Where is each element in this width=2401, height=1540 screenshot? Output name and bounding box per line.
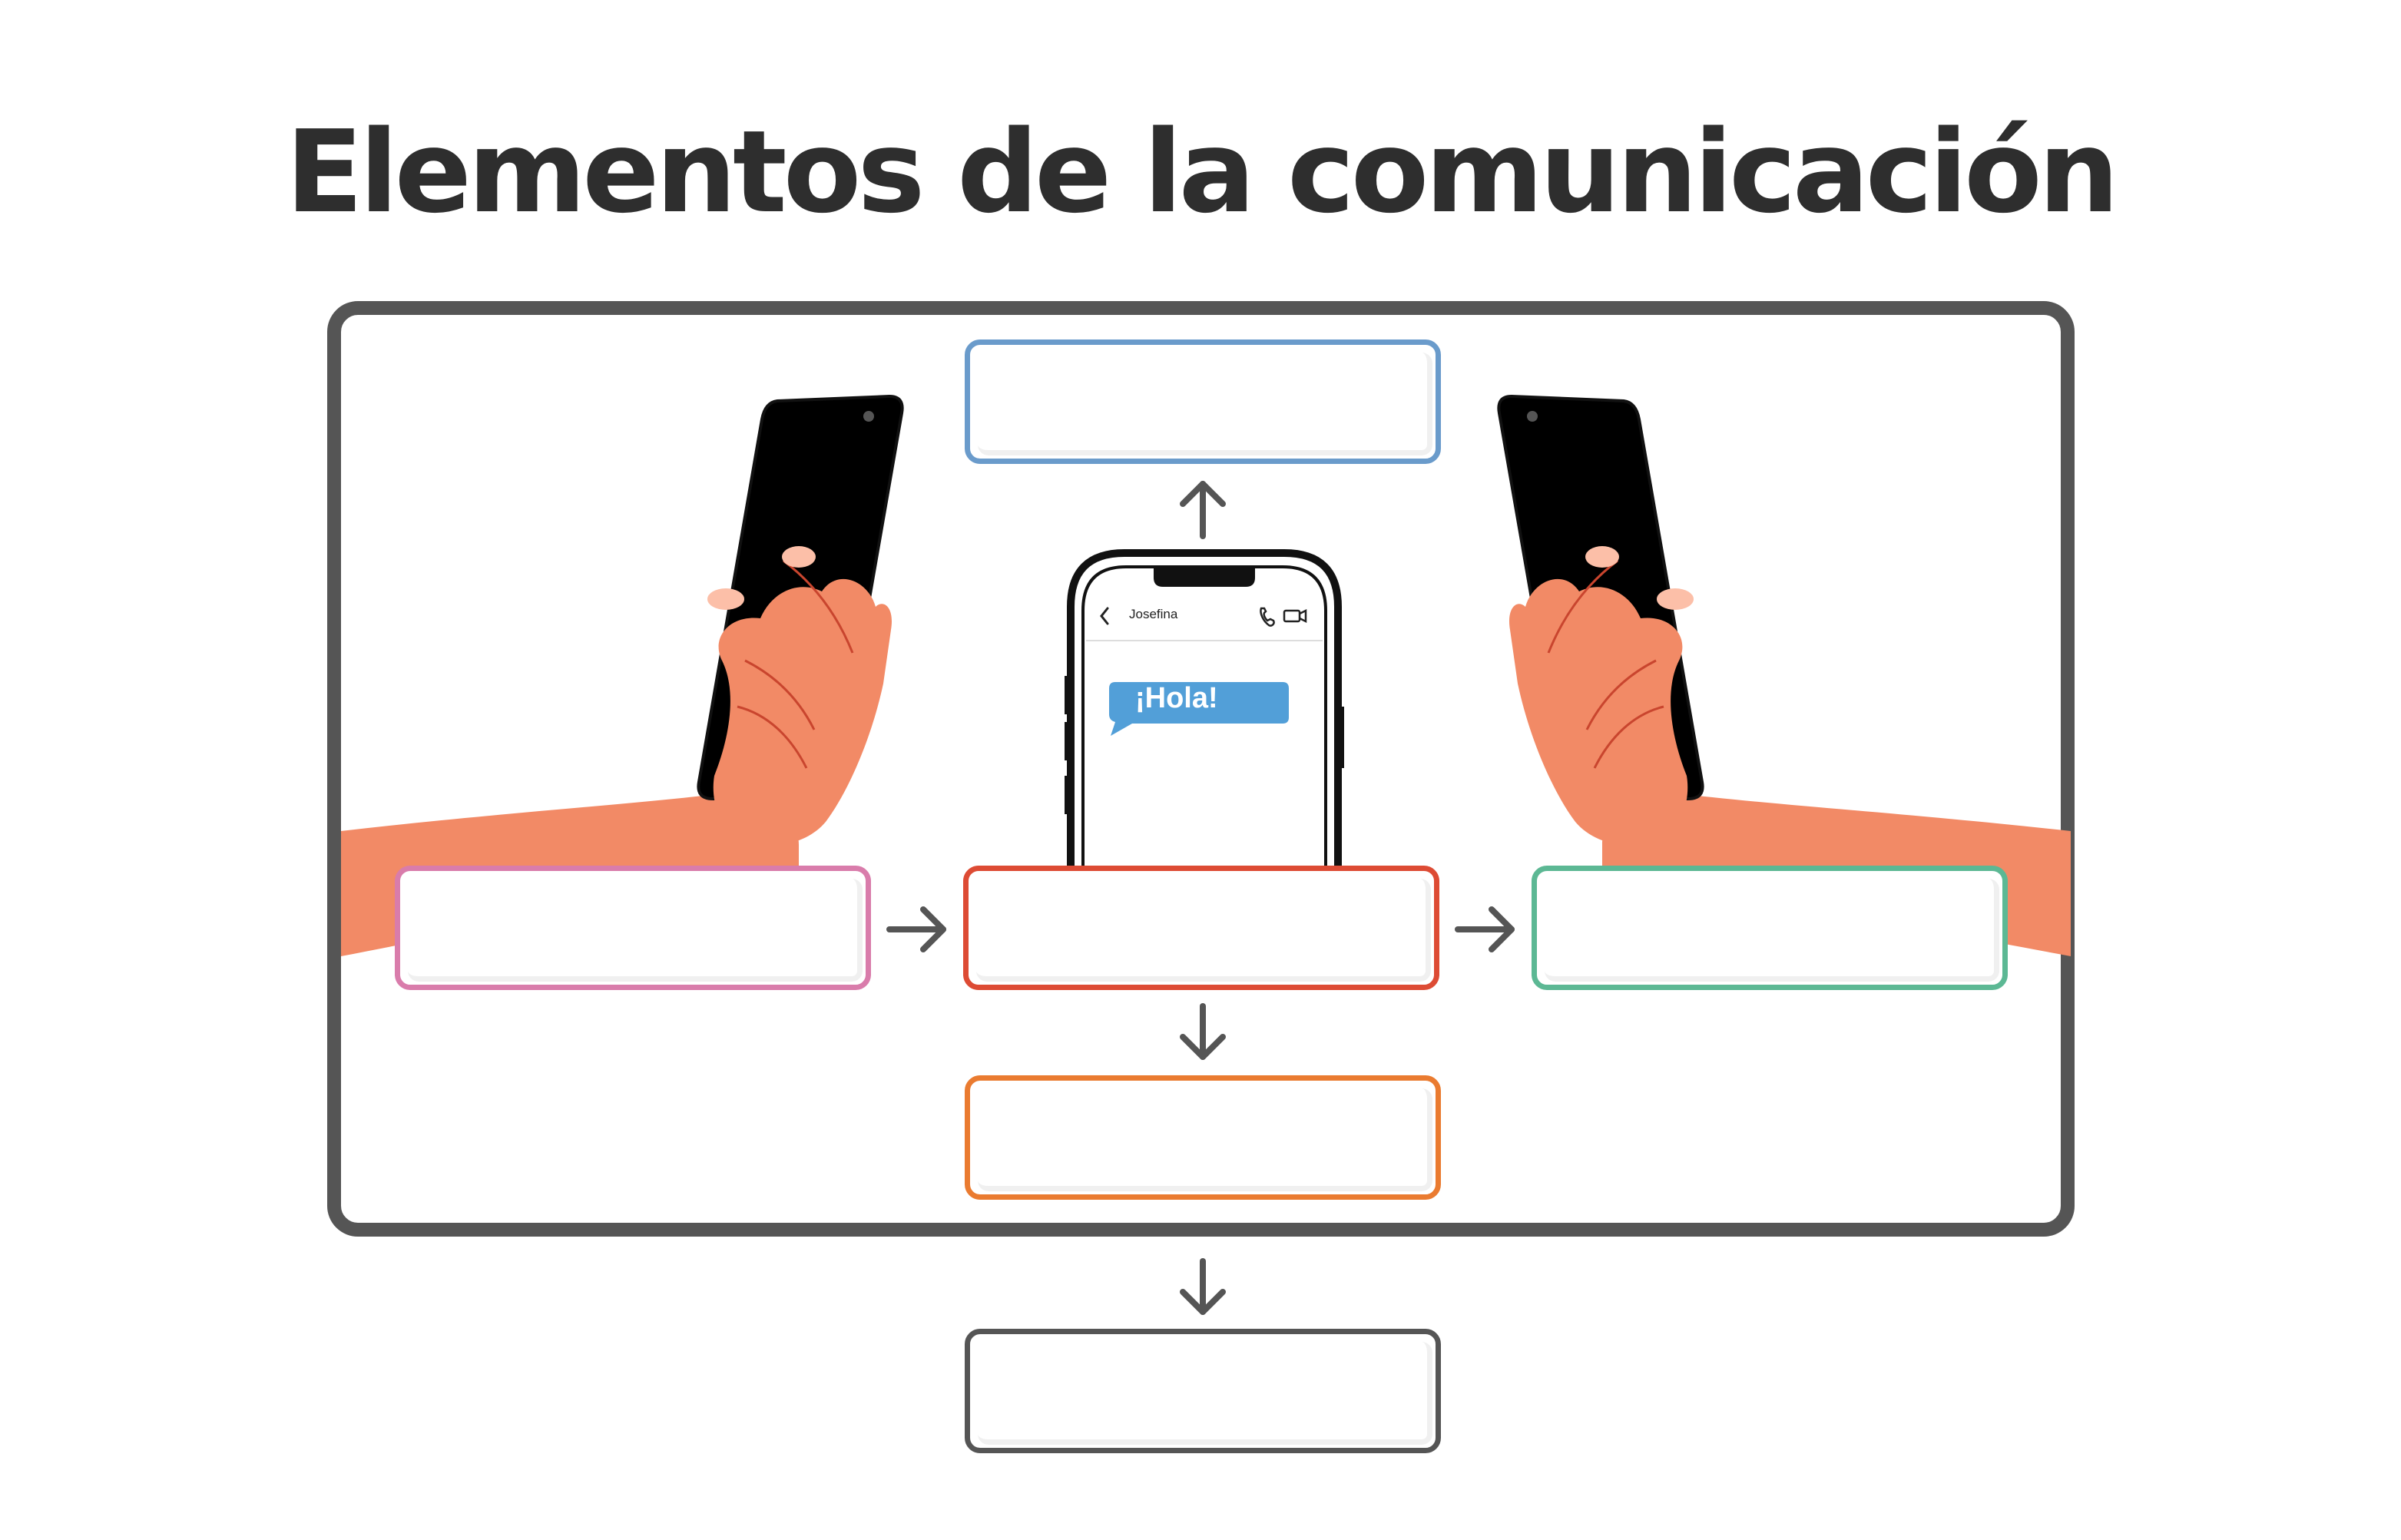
- phone-call-icon: [1260, 607, 1275, 627]
- left-hand: [713, 578, 892, 846]
- diagram-title: Elementos de la comunicación: [285, 106, 2119, 238]
- blank-box-right[interactable]: [1532, 866, 2008, 990]
- arrow-center-to-top: [1180, 481, 1226, 539]
- blank-box-top[interactable]: [965, 339, 1441, 464]
- blank-box-center[interactable]: [963, 866, 1439, 990]
- blank-box-middle[interactable]: [965, 1075, 1441, 1200]
- phone-contact-name: Josefina: [1129, 607, 1178, 621]
- arrow-center-to-right: [1455, 906, 1515, 952]
- arrow-frame-to-bottom: [1180, 1258, 1226, 1315]
- left-phone-camera: [863, 411, 874, 422]
- arrow-left-to-center: [886, 906, 946, 952]
- phone-notch: [1154, 567, 1255, 587]
- message-bubble: [1109, 682, 1289, 736]
- phone-message-text: ¡Hola!: [1135, 682, 1218, 714]
- blank-box-left[interactable]: [395, 866, 871, 990]
- blank-box-bottom[interactable]: [965, 1329, 1441, 1453]
- video-camera-icon: [1283, 608, 1307, 624]
- arrow-center-to-mid: [1180, 1003, 1226, 1060]
- right-hand: [1509, 578, 1688, 846]
- chevron-left-icon: [1100, 607, 1109, 625]
- center-phone: [1065, 549, 1344, 879]
- right-phone-camera: [1527, 411, 1538, 422]
